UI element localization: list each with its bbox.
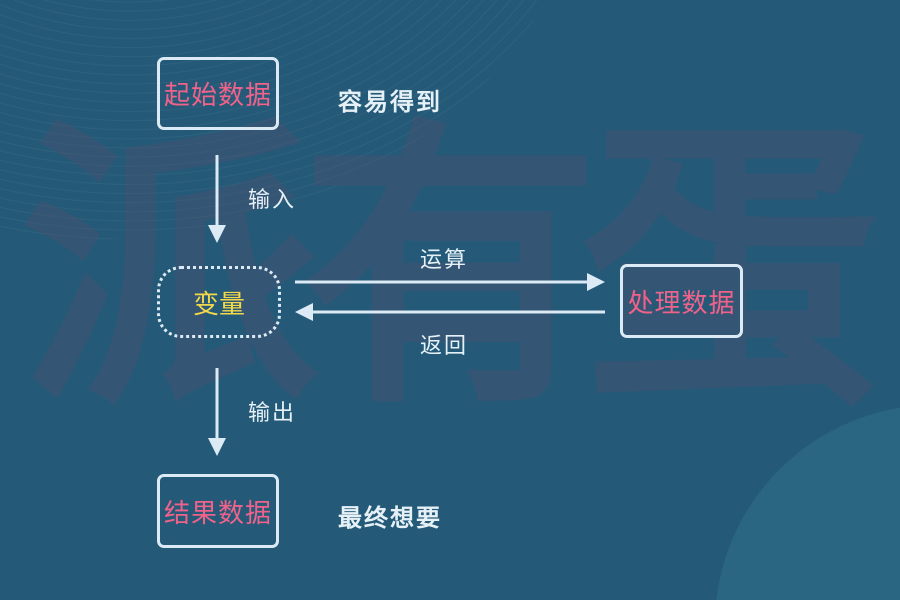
- result-data-node: 结果数据: [157, 474, 279, 548]
- variable-label: 变量: [192, 289, 245, 320]
- compute-arrow-icon: [295, 273, 605, 291]
- process-data-label: 处理数据: [627, 288, 736, 319]
- return-arrow-icon: [295, 303, 605, 321]
- input-arrow-icon: [208, 155, 226, 243]
- variable-node: 变量: [157, 266, 281, 338]
- return-label: 返回: [420, 334, 469, 359]
- result-data-label: 结果数据: [163, 498, 272, 529]
- input-label: 输入: [248, 188, 297, 213]
- result-data-note: 最终想要: [338, 504, 442, 532]
- output-label: 输出: [248, 401, 297, 426]
- start-data-node: 起始数据: [157, 57, 279, 130]
- compute-label: 运算: [420, 248, 469, 273]
- start-data-note: 容易得到: [338, 88, 442, 116]
- start-data-label: 起始数据: [163, 81, 272, 111]
- process-data-node: 处理数据: [620, 264, 743, 338]
- output-arrow-icon: [208, 368, 226, 456]
